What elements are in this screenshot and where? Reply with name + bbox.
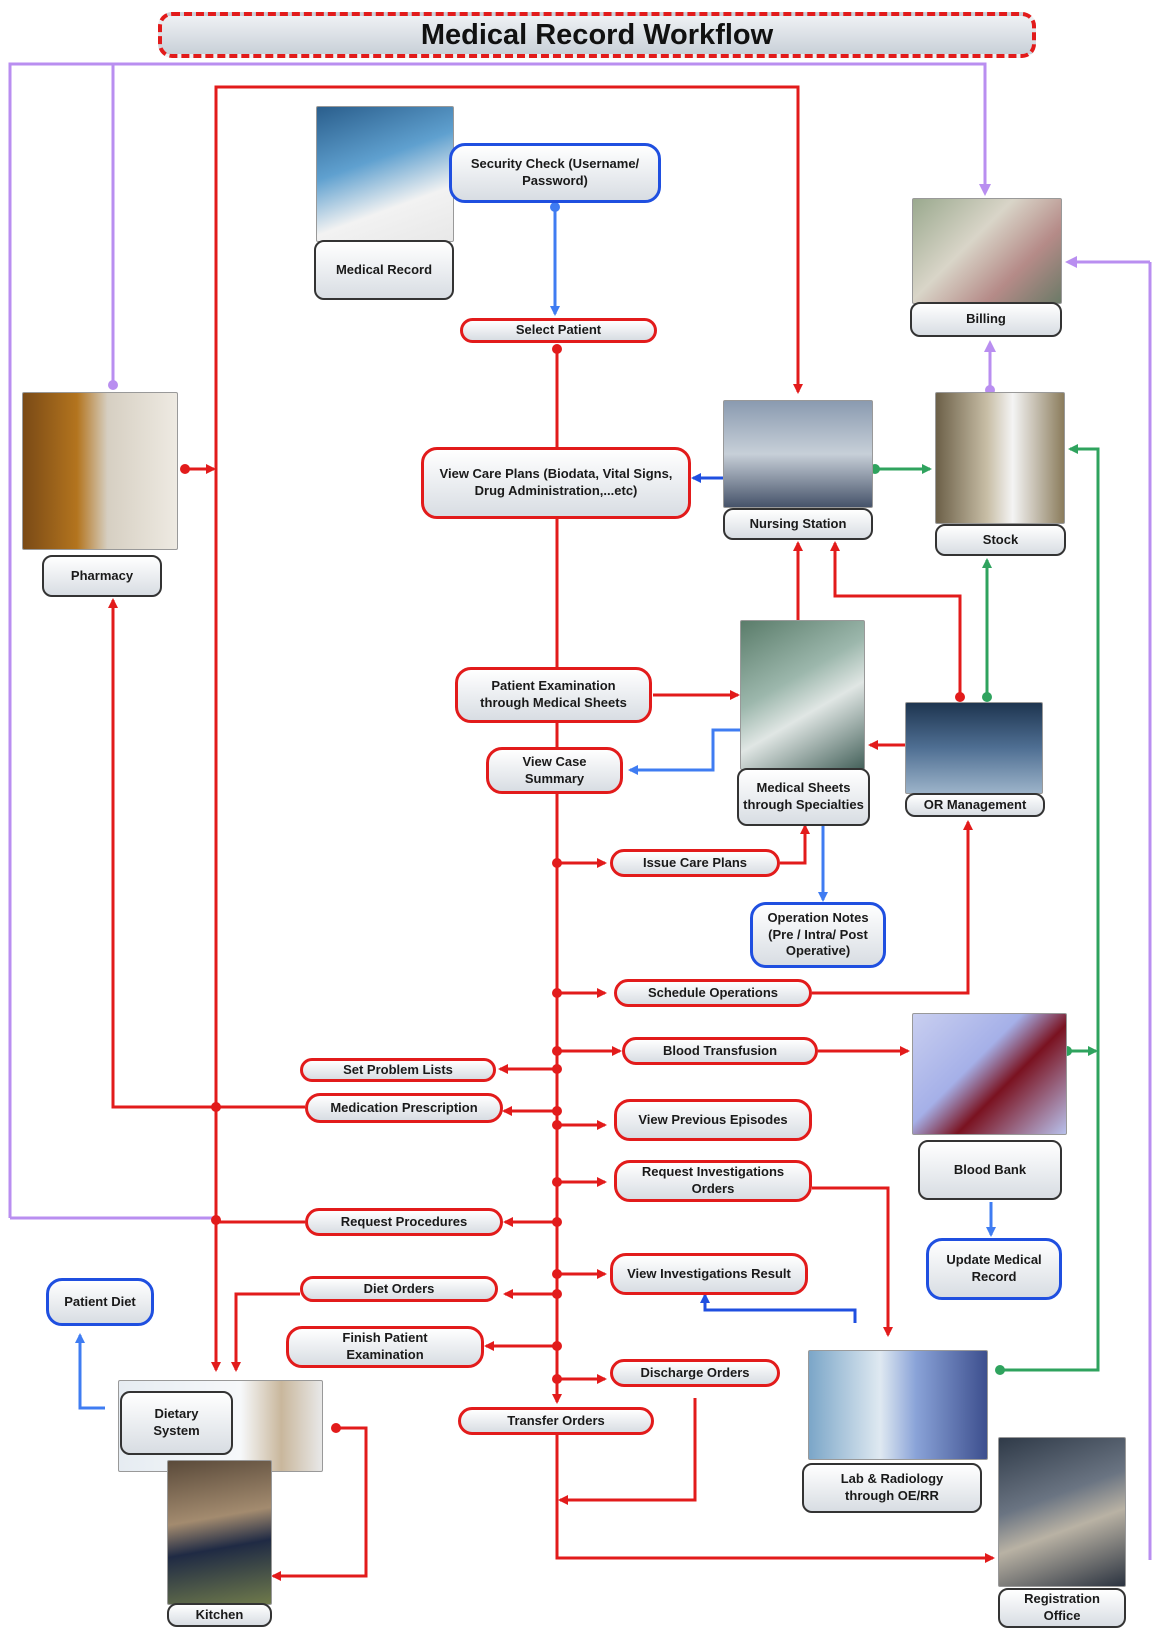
diet-orders-node: Diet Orders — [300, 1276, 498, 1302]
pharmacy-node: Pharmacy — [42, 555, 162, 597]
billing-photo — [912, 198, 1062, 304]
diagram-title: Medical Record Workflow — [158, 12, 1036, 58]
request-investigations-orders-node: Request Investigations Orders — [614, 1160, 812, 1202]
blue-connectors — [75, 202, 996, 1410]
or-photo — [905, 702, 1043, 794]
billing-node: Billing — [910, 302, 1062, 337]
registration-photo — [998, 1437, 1126, 1587]
blood-bank-photo — [912, 1013, 1067, 1135]
schedule-operations-node: Schedule Operations — [614, 979, 812, 1007]
medical-sheets-photo — [740, 620, 865, 770]
purple-connectors — [8, 62, 1152, 1560]
medical-record-node: Medical Record — [314, 240, 454, 300]
view-investigations-result-node: View Investigations Result — [610, 1253, 808, 1295]
transfer-orders-node: Transfer Orders — [458, 1407, 654, 1435]
stock-photo — [935, 392, 1065, 524]
lab-photo — [808, 1350, 988, 1460]
doctor-photo — [316, 106, 454, 242]
registration-office-node: Registration Office — [998, 1588, 1126, 1628]
green-connectors — [870, 444, 1100, 1375]
finish-patient-examination-node: Finish Patient Examination — [286, 1326, 484, 1368]
or-management-node: OR Management — [905, 793, 1045, 817]
security-check-node: Security Check (Username/ Password) — [449, 143, 661, 203]
medical-sheets-node: Medical Sheets through Specialties — [737, 768, 870, 826]
view-previous-episodes-node: View Previous Episodes — [614, 1099, 812, 1141]
pharmacy-photo — [22, 392, 178, 550]
patient-examination-node: Patient Examination through Medical Shee… — [455, 667, 652, 723]
kitchen-photo — [167, 1460, 272, 1605]
set-problem-lists-node: Set Problem Lists — [300, 1058, 496, 1082]
view-care-plans-node: View Care Plans (Biodata, Vital Signs, D… — [421, 447, 691, 519]
view-case-summary-node: View Case Summary — [486, 747, 623, 794]
nursing-station-node: Nursing Station — [723, 508, 873, 540]
update-medical-record-node: Update Medical Record — [926, 1238, 1062, 1300]
blood-bank-node: Blood Bank — [918, 1140, 1062, 1200]
select-patient-node: Select Patient — [460, 318, 657, 343]
operation-notes-node: Operation Notes (Pre / Intra/ Post Opera… — [750, 902, 886, 968]
stock-node: Stock — [935, 524, 1066, 556]
issue-care-plans-node: Issue Care Plans — [610, 849, 780, 877]
dietary-system-node: Dietary System — [120, 1391, 233, 1455]
red-connectors — [108, 85, 995, 1581]
nursing-station-photo — [723, 400, 873, 508]
kitchen-node: Kitchen — [167, 1603, 272, 1627]
lab-radiology-node: Lab & Radiology through OE/RR — [802, 1463, 982, 1513]
request-procedures-node: Request Procedures — [305, 1208, 503, 1236]
blood-transfusion-node: Blood Transfusion — [622, 1037, 818, 1065]
discharge-orders-node: Discharge Orders — [610, 1359, 780, 1387]
medication-prescription-node: Medication Prescription — [305, 1093, 503, 1123]
patient-diet-node: Patient Diet — [46, 1278, 154, 1326]
